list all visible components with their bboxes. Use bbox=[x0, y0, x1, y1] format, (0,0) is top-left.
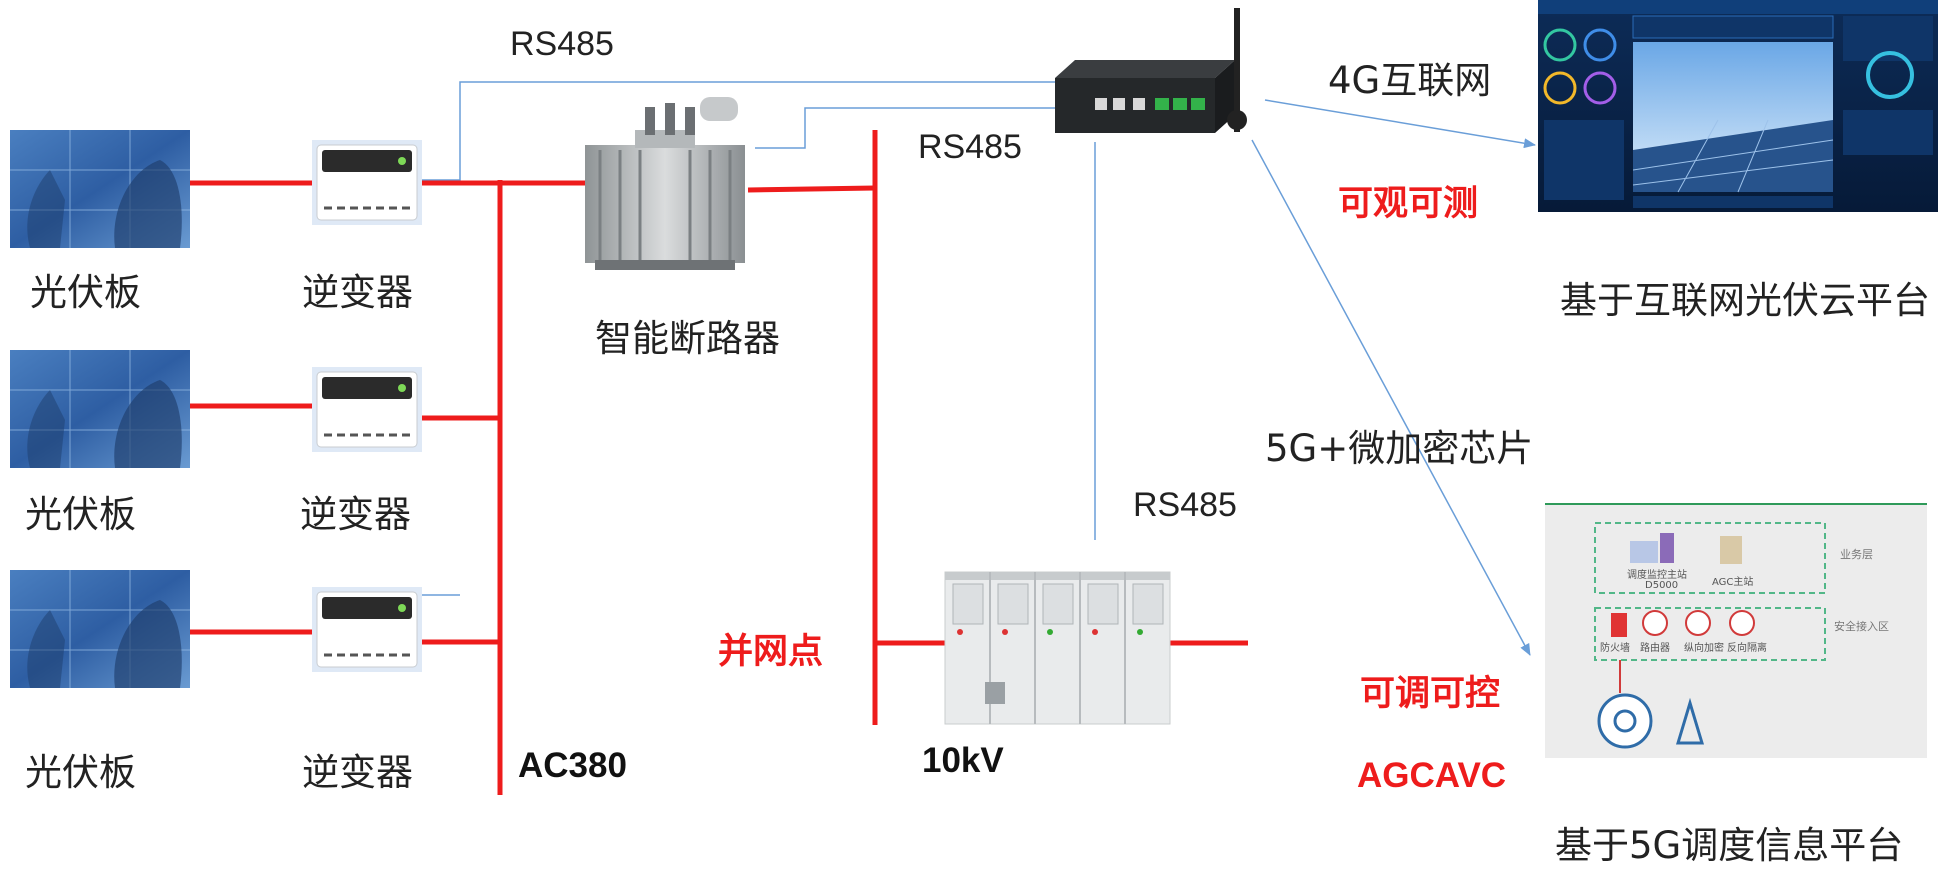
inverter-2-label: 逆变器 bbox=[300, 493, 411, 536]
rs485-label-top: RS485 bbox=[510, 25, 614, 63]
inverter-3 bbox=[312, 587, 422, 672]
dispatch-platform-diagram bbox=[1545, 503, 1927, 758]
dispatch-master-station-label: 调度监控主站 bbox=[1627, 570, 1687, 581]
rs485-label-middle: RS485 bbox=[918, 128, 1022, 166]
dispatch-firewall-label: 防火墙 bbox=[1600, 643, 1630, 654]
dispatch-master-station-sub: D5000 bbox=[1645, 580, 1679, 591]
inverter-2 bbox=[312, 367, 422, 452]
observable-label: 可观可测 bbox=[1338, 184, 1479, 224]
pv-panel-3 bbox=[10, 570, 190, 688]
dispatch-platform-title: 基于5G调度信息平台 bbox=[1555, 824, 1904, 867]
communication-gateway bbox=[1055, 8, 1247, 133]
ac380-label: AC380 bbox=[518, 746, 627, 785]
power-lines bbox=[190, 180, 1248, 646]
rs485-comm-lines bbox=[415, 81, 1096, 596]
breaker-label: 智能断路器 bbox=[595, 317, 780, 360]
cloud-platform-title: 基于互联网光伏云平台 bbox=[1560, 279, 1930, 322]
smart-breaker-transformer bbox=[585, 97, 745, 270]
switchgear-10kv bbox=[944, 571, 1171, 725]
dispatch-agc-station-label: AGC主站 bbox=[1712, 577, 1754, 588]
pv-panel-1 bbox=[10, 130, 190, 248]
pv-panel-3-label: 光伏板 bbox=[25, 751, 136, 794]
dispatch-zone-secure: 安全接入区 bbox=[1834, 620, 1889, 633]
pv-cloud-dashboard bbox=[1538, 0, 1938, 212]
inverter-3-label: 逆变器 bbox=[302, 751, 413, 794]
rs485-label-bottom: RS485 bbox=[1133, 486, 1237, 524]
inverter-1 bbox=[312, 140, 422, 225]
pv-panel-1-label: 光伏板 bbox=[30, 271, 141, 314]
pv-panel-2 bbox=[10, 350, 190, 468]
net-4g-label: 4G互联网 bbox=[1328, 59, 1492, 102]
dispatch-reverse-isolation-label: 反向隔离 bbox=[1727, 643, 1767, 654]
dispatch-zone-business: 业务层 bbox=[1840, 548, 1873, 561]
inverter-1-label: 逆变器 bbox=[302, 271, 413, 314]
agc-avc-label: AGCAVC bbox=[1357, 756, 1507, 795]
dispatch-forward-encrypt-label: 纵向加密 bbox=[1684, 643, 1724, 654]
pv-panel-2-label: 光伏板 bbox=[25, 493, 136, 536]
grid-connection-label: 并网点 bbox=[718, 632, 824, 672]
network-arrows bbox=[1251, 99, 1536, 656]
controllable-label: 可调可控 bbox=[1360, 674, 1501, 714]
net-5g-label: 5G+微加密芯片 bbox=[1265, 427, 1534, 470]
kv10-label: 10kV bbox=[922, 741, 1004, 780]
dispatch-router-label: 路由器 bbox=[1640, 643, 1670, 654]
